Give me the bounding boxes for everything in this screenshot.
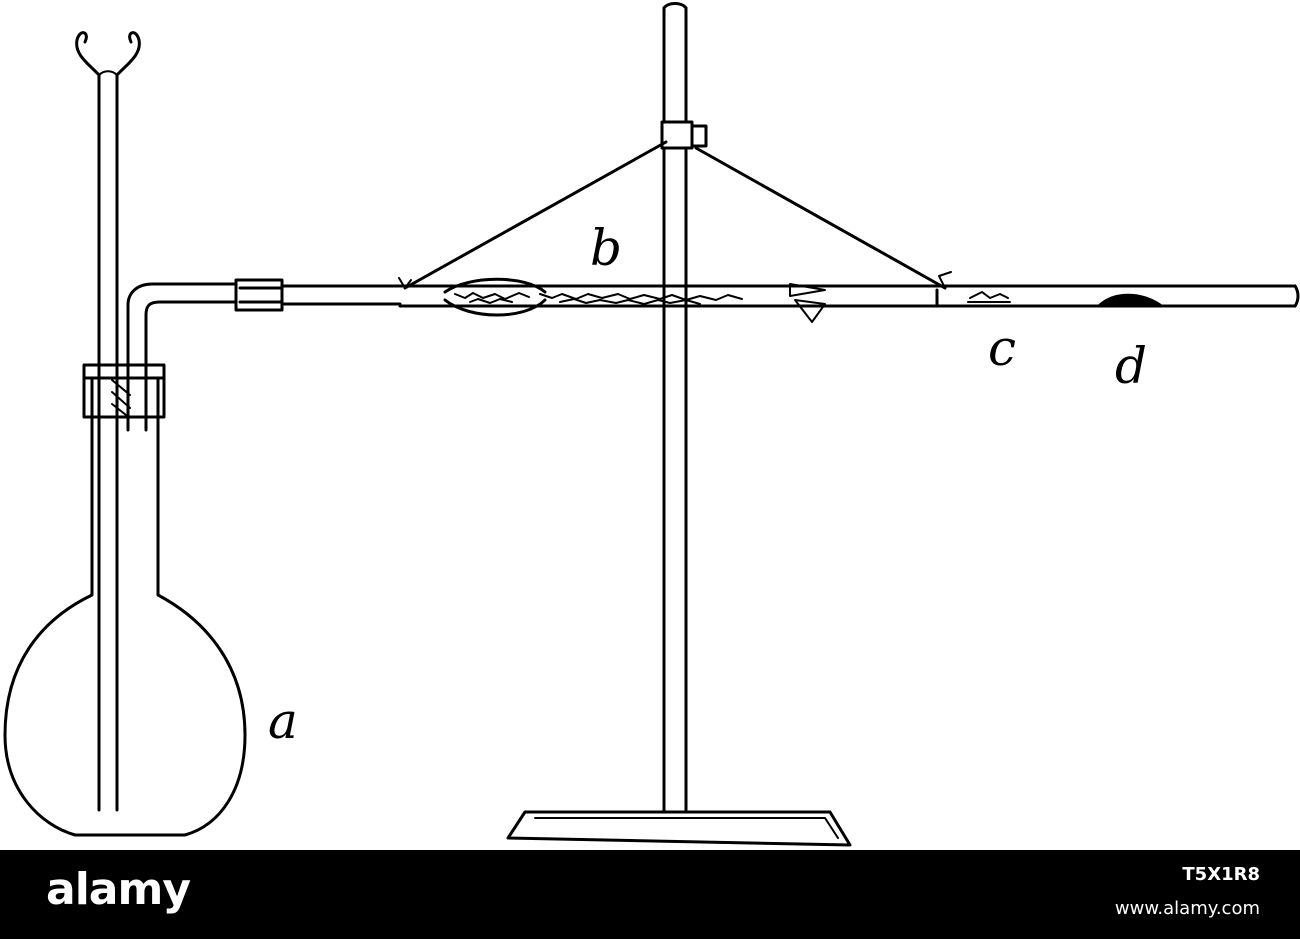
combustion-tube — [398, 271, 952, 323]
retort-stand — [506, 2, 852, 847]
image-id: T5X1R8 — [1182, 864, 1260, 885]
watermark-footer: alamy T5X1R8 www.alamy.com — [0, 850, 1300, 939]
label-d: d — [1115, 337, 1147, 395]
delivery-tube — [126, 278, 402, 432]
label-a: a — [268, 692, 298, 750]
thistle-tube — [75, 31, 141, 812]
label-c: c — [988, 319, 1016, 377]
suspension-wires — [403, 140, 947, 290]
outlet-tube — [938, 284, 1300, 308]
label-b: b — [590, 219, 622, 277]
apparatus-illustration: a b c d — [3, 2, 1300, 847]
brand-logo: alamy — [46, 864, 191, 915]
site-url: www.alamy.com — [1114, 898, 1260, 919]
round-bottom-flask — [3, 363, 247, 837]
